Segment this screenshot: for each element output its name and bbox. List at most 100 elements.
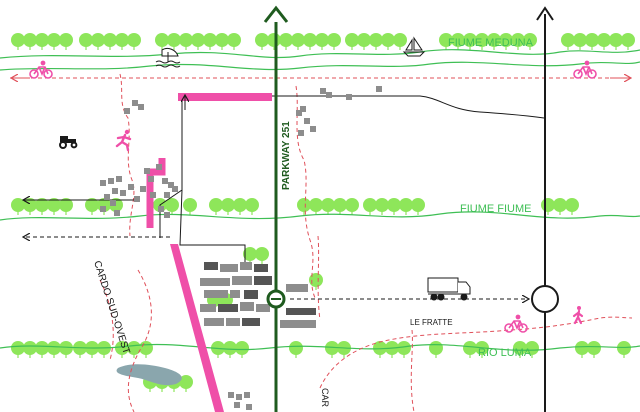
label-cardo-bottom: CAR [320,388,330,408]
tree-trunk [251,211,253,215]
building [256,304,270,312]
tree [387,198,401,212]
tree [255,247,269,261]
parkway-arrow [263,5,289,23]
tree [609,33,623,47]
tree-trunk [109,46,111,50]
tree [267,33,281,47]
label-le-fratte: LE FRATTE [410,318,453,327]
tree-trunk [445,46,447,50]
building [296,110,302,116]
label-parkway-251: PARKWAY 251 [281,121,292,190]
tree-trunk [343,354,345,358]
tree [575,341,589,355]
tree-trunk [591,46,593,50]
tree-trunk [41,354,43,358]
building [236,394,242,400]
tree [411,198,425,212]
tree-row-top [11,33,635,50]
tree-trunk [41,211,43,215]
building [230,290,240,298]
tree-trunk [315,286,317,290]
eastern-road-arrow [536,6,554,21]
building [168,182,174,188]
tree-trunk [261,46,263,50]
tree [59,33,73,47]
building [234,402,240,408]
river-luma [0,343,640,351]
tree [23,341,37,355]
tree [203,33,217,47]
tree-trunk [29,211,31,215]
tree [11,33,25,47]
building [346,94,352,100]
building [204,262,218,270]
tree [303,33,317,47]
tree-trunk [241,354,243,358]
building [114,210,120,216]
tree-trunk [209,46,211,50]
tree-trunk [481,354,483,358]
tree-trunk [189,211,191,215]
tree [35,198,49,212]
tree [553,198,567,212]
building [286,284,308,292]
tree [541,198,555,212]
tree [289,341,303,355]
tree [11,341,25,355]
building [204,290,228,298]
tree [463,33,477,47]
building [304,118,310,124]
tree-trunk [327,211,329,215]
building [158,206,164,212]
building [110,200,116,206]
tree [373,341,387,355]
tree [221,198,235,212]
tree-trunk [161,388,163,392]
bike-icon [573,60,597,79]
building [120,190,126,196]
tree-trunk [379,354,381,358]
building [310,126,316,132]
tree [59,198,73,212]
tree-trunk [627,46,629,50]
tree-trunk [369,211,371,215]
tree-trunk [227,211,229,215]
roads [24,95,545,265]
tree-trunk [435,354,437,358]
tree-trunk [103,211,105,215]
tree [315,33,329,47]
tree-trunk [295,354,297,358]
tree [233,198,247,212]
tree [345,198,359,212]
tree-trunk [261,260,263,264]
tree-trunk [229,354,231,358]
tree-trunk [185,46,187,50]
tree-trunk [315,211,317,215]
tree-trunk [393,211,395,215]
tree-trunk [103,354,105,358]
tree-trunk [351,46,353,50]
tree-trunk [457,46,459,50]
building [156,164,162,170]
river-fiume [0,211,640,221]
tree-trunk [17,211,19,215]
tree [279,33,293,47]
sailboat-icon [402,36,426,57]
tree [393,33,407,47]
tree [363,198,377,212]
tree-trunk [285,46,287,50]
building [134,196,140,202]
tree-trunk [29,46,31,50]
tree [243,247,257,261]
building [326,92,332,98]
pink-band-top [178,93,272,101]
label-fiume-meduna: FIUME MEDUNA [448,37,534,49]
tree [369,33,383,47]
tree-trunk [593,354,595,358]
tree [381,33,395,47]
building [220,264,238,272]
tree [167,33,181,47]
tree-trunk [519,354,521,358]
